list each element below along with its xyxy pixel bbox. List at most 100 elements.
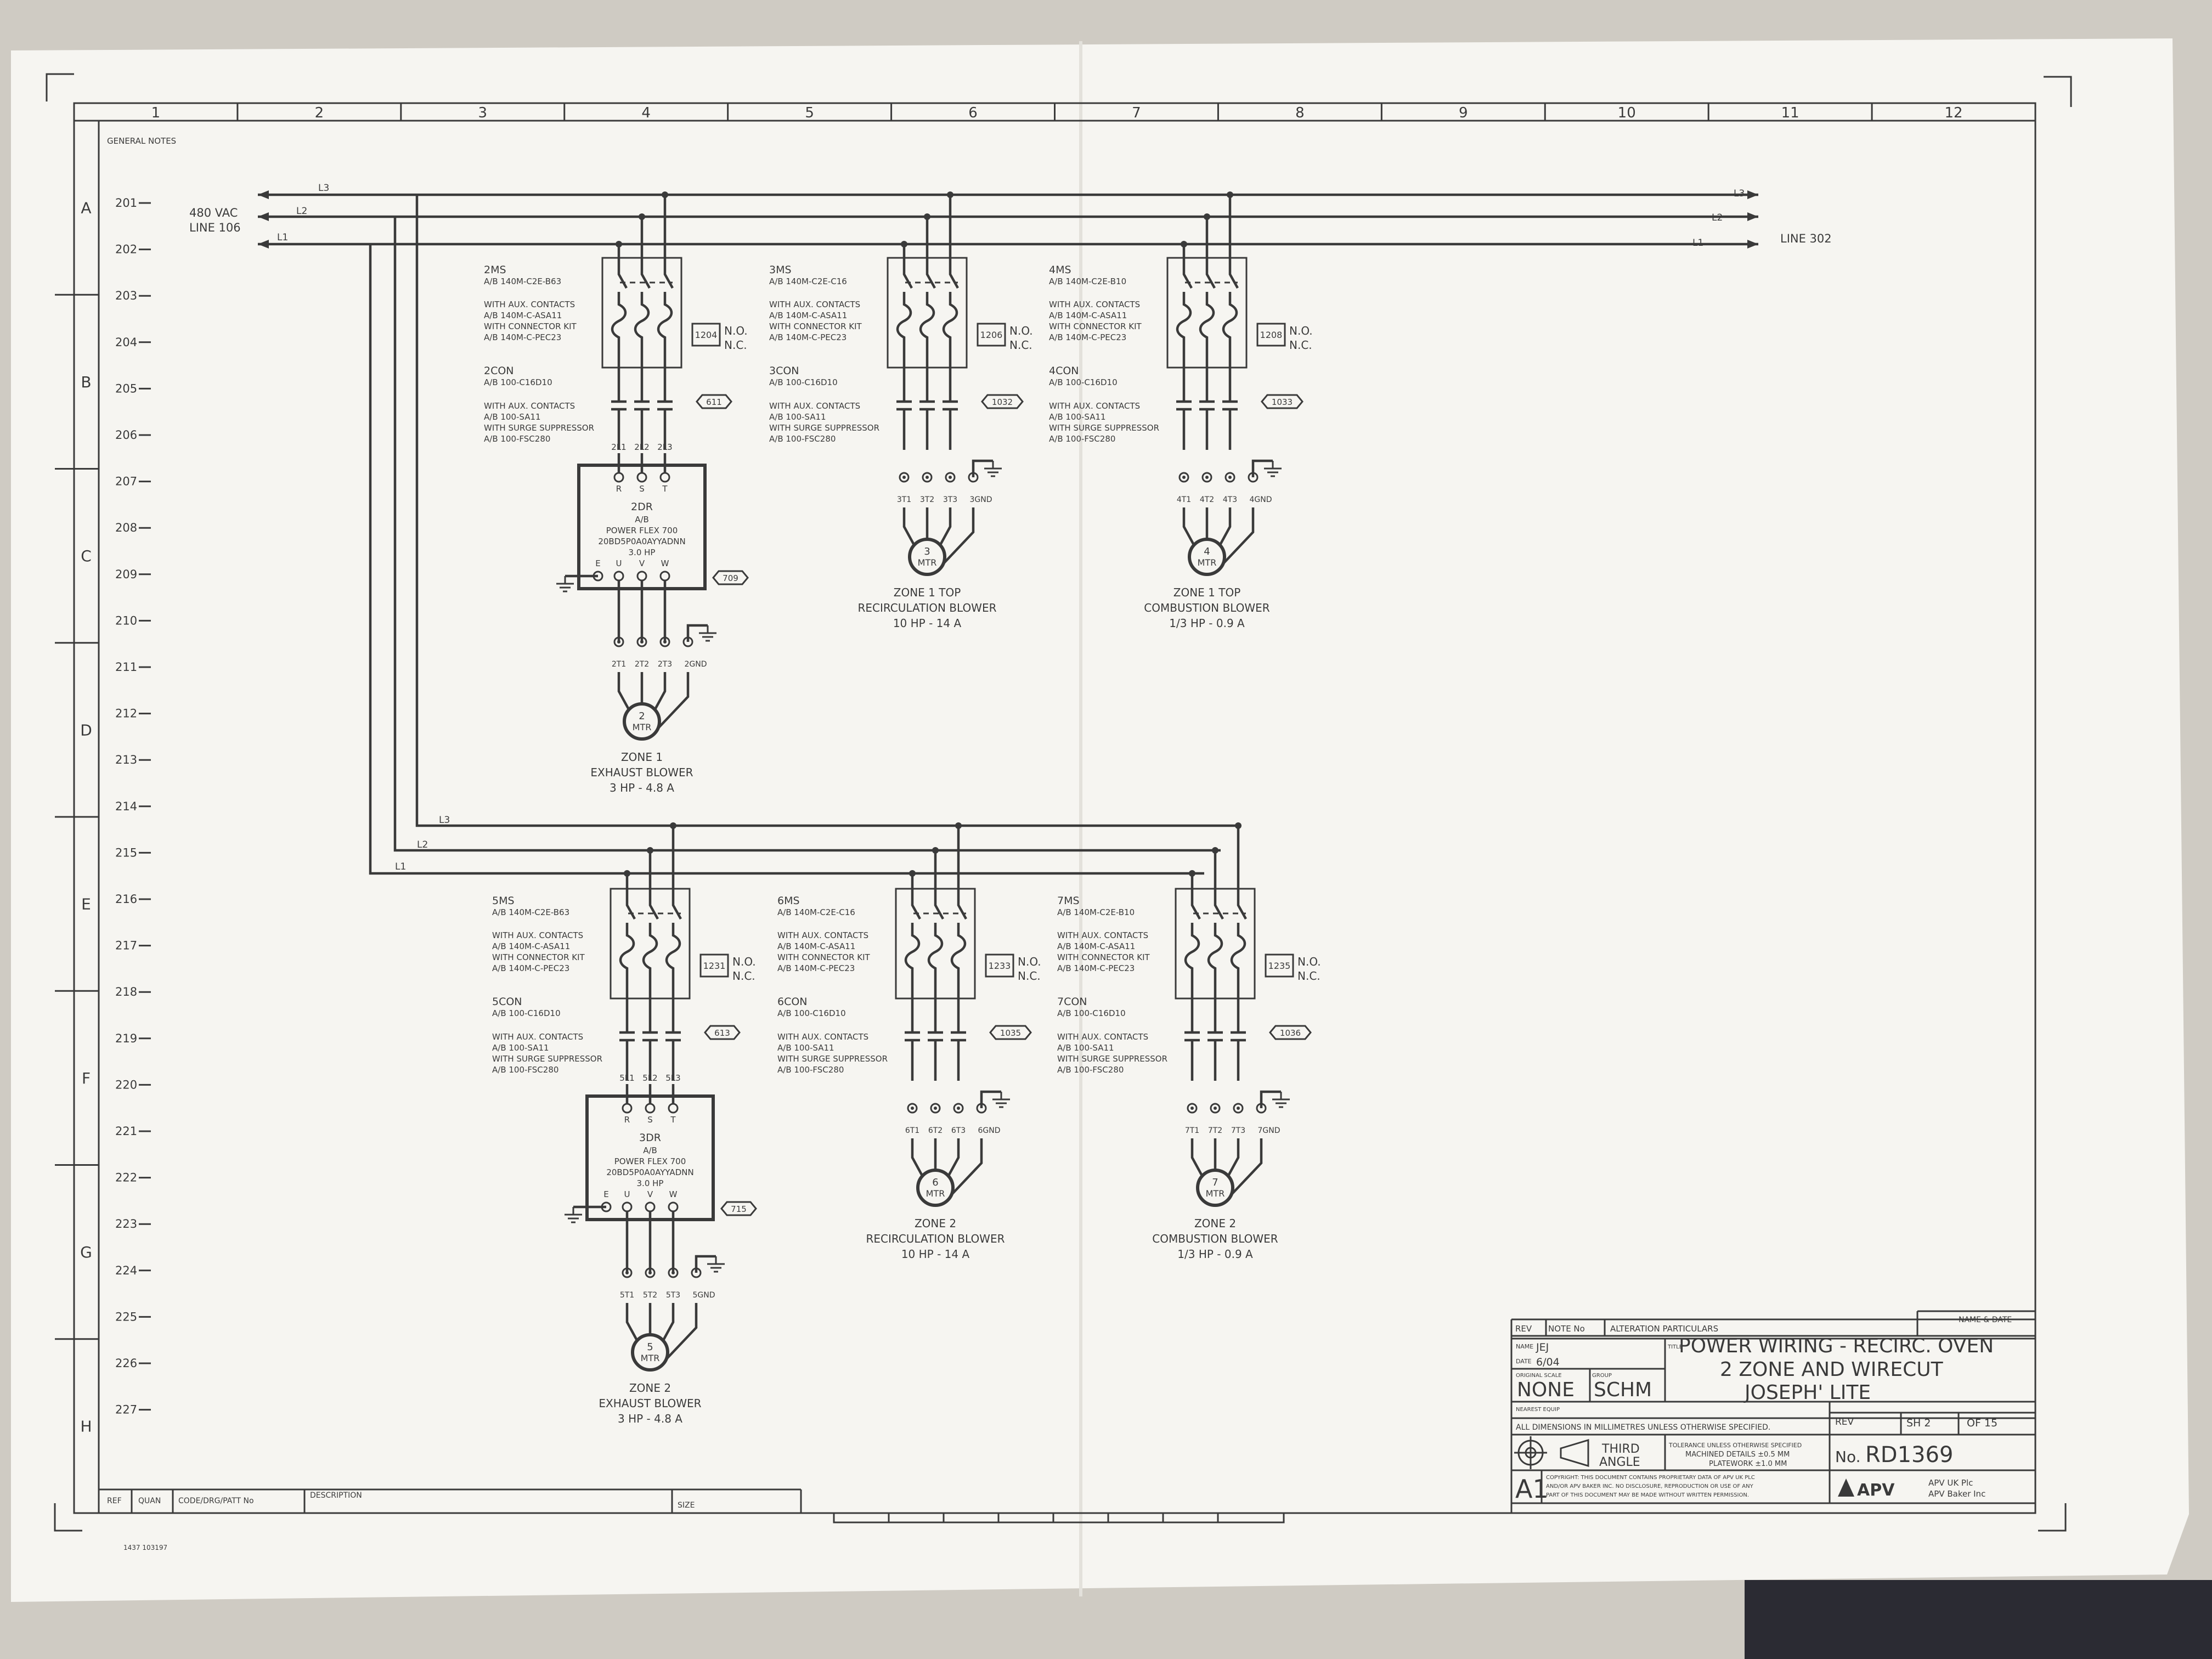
column-label: 9 [1459, 105, 1468, 121]
motor-symbol-icon [1188, 538, 1226, 576]
drawn-by: JEJ [1536, 1341, 1549, 1353]
title-line-2: 2 ZONE AND WIRECUT [1720, 1358, 1944, 1381]
motor-number: 3 [924, 546, 930, 557]
motor-rating: 10 HP - 14 A [893, 617, 962, 630]
normally-closed-label: N.C. [1289, 338, 1312, 352]
connector-kit-title: WITH CONNECTOR KIT [1057, 952, 1150, 962]
motor-rating: 1/3 HP - 0.9 A [1177, 1248, 1253, 1261]
strip-description: DESCRIPTION [310, 1491, 362, 1500]
label-l2-right: L2 [1712, 212, 1723, 223]
drive-output-label: U [624, 1189, 630, 1199]
motor-zone: ZONE 2 [1194, 1217, 1236, 1230]
contactor-tag: 1035 [989, 1025, 1032, 1040]
crop-mark-tr [2044, 76, 2072, 107]
copyright-line-2: AND/OR APV BAKER INC. NO DISCLOSURE, REP… [1546, 1483, 1754, 1489]
surge-suppressor-part: A/B 100-FSC280 [769, 434, 836, 444]
drive-id: 3DR [639, 1132, 661, 1144]
row-label: H [80, 1417, 92, 1435]
ground-icon [565, 1207, 582, 1223]
connector-kit-title: WITH CONNECTOR KIT [492, 952, 585, 962]
aux-ref-number: 1231 [703, 961, 726, 971]
aux-contacts-part: A/B 140M-C-ASA11 [1049, 311, 1127, 320]
motor-terminal-label: 6T2 [928, 1126, 943, 1135]
contactor-aux-part: A/B 100-SA11 [769, 412, 826, 422]
contactor-part: A/B 100-C16D10 [492, 1008, 561, 1018]
motor-zone: ZONE 1 [621, 751, 663, 764]
line-number: 214 [115, 800, 137, 813]
column-label: 2 [315, 105, 324, 121]
motor-starter-id: 7MS [1057, 895, 1080, 907]
motor-symbol-icon [1196, 1169, 1234, 1207]
aux-contacts-part: A/B 140M-C-ASA11 [769, 311, 847, 320]
aux-ref-box [985, 953, 1014, 978]
strip-code: CODE/DRG/PATT No [178, 1497, 254, 1505]
motor-function: COMBUSTION BLOWER [1144, 601, 1269, 614]
apv-logo-icon [1838, 1479, 1854, 1497]
label-l1-lower: L1 [395, 861, 406, 872]
line-number: 201 [115, 196, 137, 210]
motor-terminal-label: 2T2 [635, 660, 649, 669]
contactor-tag: 1032 [981, 394, 1024, 409]
contactor-tag: 1033 [1261, 394, 1304, 409]
contactor-part: A/B 100-C16D10 [484, 377, 552, 387]
contactor-aux-title: WITH AUX. CONTACTS [777, 1032, 868, 1042]
motor-label: MTR [918, 557, 937, 568]
surge-suppressor-title: WITH SURGE SUPPRESSOR [492, 1054, 602, 1064]
contactor-aux-part: A/B 100-SA11 [484, 412, 541, 422]
line-number: 210 [115, 614, 137, 627]
contactor-aux-title: WITH AUX. CONTACTS [492, 1032, 583, 1042]
line-number: 212 [115, 707, 137, 720]
motor-symbol-icon [623, 702, 661, 741]
group-value: SCHM [1594, 1379, 1652, 1401]
tag-label: 709 [723, 573, 738, 583]
drive-terminal-label: S [647, 1115, 653, 1125]
motor-number: 2 [639, 710, 645, 722]
motor-starter-part: A/B 140M-C2E-B10 [1057, 907, 1135, 917]
drive-output-label: W [669, 1189, 678, 1199]
group-label: GROUP [1592, 1373, 1612, 1379]
motor-number: 5 [647, 1341, 653, 1353]
column-label: 11 [1781, 105, 1799, 121]
motor-starter-id: 5MS [492, 895, 515, 907]
line-number: 211 [115, 661, 137, 674]
motor-starter-part: A/B 140M-C2E-B63 [492, 907, 569, 917]
line-number: 208 [115, 521, 137, 534]
aux-ref-number: 1204 [695, 330, 718, 340]
motor-symbol-icon [631, 1333, 669, 1372]
motor-symbol-icon [908, 538, 946, 576]
aux-ref-box [691, 323, 721, 347]
surge-suppressor-title: WITH SURGE SUPPRESSOR [484, 423, 594, 433]
motor-number: 4 [1204, 546, 1210, 557]
paper-sheet [11, 38, 2189, 1602]
aux-ref-box [1265, 953, 1294, 978]
brand-name: APV [1857, 1481, 1895, 1500]
motor-label: MTR [926, 1188, 945, 1199]
arrow-right-l2 [1747, 212, 1758, 221]
revision-table-lines [1510, 1310, 2035, 1513]
motor-terminal-label: 4T1 [1177, 495, 1191, 504]
aux-ref-box [1256, 323, 1286, 347]
line-number: 218 [115, 985, 137, 998]
contactor-aux-part: A/B 100-SA11 [1057, 1043, 1114, 1053]
motor-terminal-label: 4T3 [1223, 495, 1237, 504]
arrow-right-l1 [1747, 240, 1758, 249]
aux-contacts-part: A/B 140M-C-ASA11 [492, 941, 570, 951]
general-notes: GENERAL NOTES [107, 136, 176, 146]
motor-rating: 3 HP - 4.8 A [610, 781, 674, 794]
name-label: NAME [1516, 1343, 1533, 1350]
normally-open-label: N.O. [1009, 324, 1033, 337]
contactor-id: 4CON [1049, 365, 1079, 377]
motor-function: EXHAUST BLOWER [590, 766, 693, 779]
line-number: 221 [115, 1125, 137, 1138]
contactor-aux-part: A/B 100-SA11 [777, 1043, 834, 1053]
normally-open-label: N.O. [1289, 324, 1313, 337]
note-header: NOTE No [1548, 1324, 1585, 1334]
strip-ref: REF [107, 1497, 122, 1505]
surge-suppressor-title: WITH SURGE SUPPRESSOR [1057, 1054, 1167, 1064]
motor-terminal-label: 2GND [684, 660, 707, 669]
crop-mark-bl [54, 1503, 82, 1532]
supply-voltage: 480 VAC [189, 206, 238, 219]
connector-kit-part: A/B 140M-C-PEC23 [484, 332, 561, 342]
motor-starter-part: A/B 140M-C2E-B10 [1049, 276, 1126, 286]
title-label: TITLE [1667, 1344, 1683, 1350]
